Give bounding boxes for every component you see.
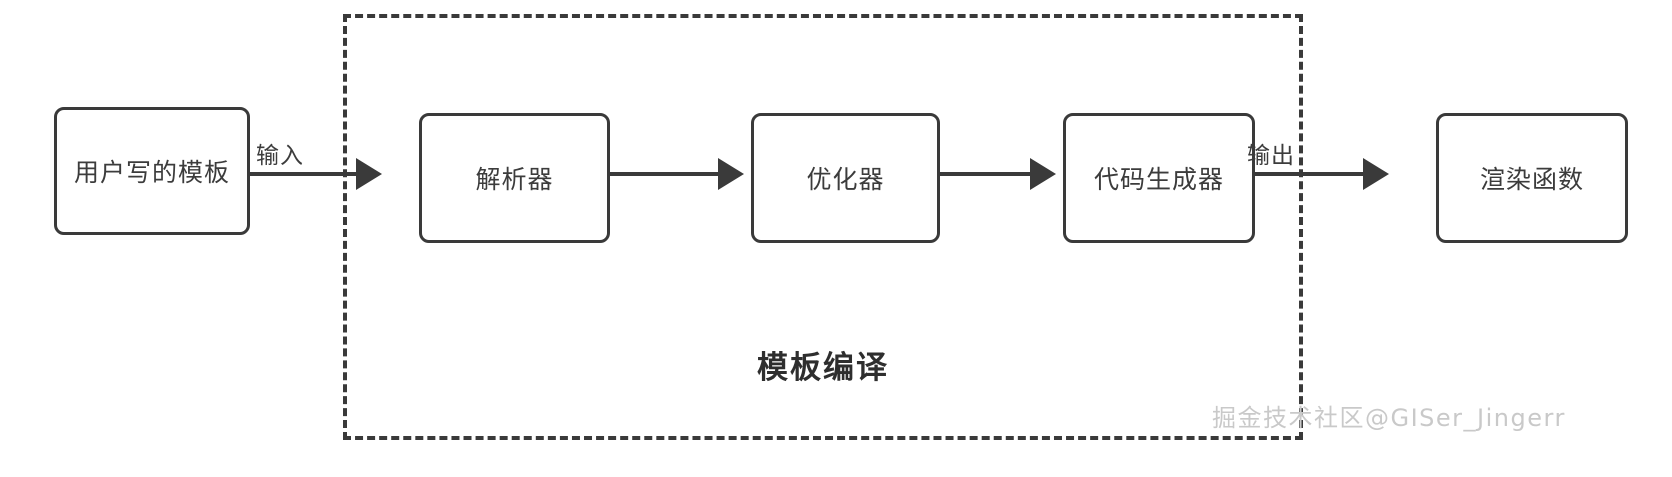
node-code-generator: 代码生成器 — [1063, 113, 1255, 243]
arrowhead-to-render-function-icon — [1363, 158, 1389, 190]
arrowhead-to-parser-icon — [356, 158, 382, 190]
connector-code-generator-to-render-function — [1255, 172, 1365, 176]
node-user-template: 用户写的模板 — [54, 107, 250, 235]
template-compile-group-region — [343, 14, 1303, 440]
node-render-function-label: 渲染函数 — [1479, 166, 1584, 194]
node-render-function: 渲染函数 — [1436, 113, 1628, 243]
node-optimizer: 优化器 — [751, 113, 940, 243]
edge-label-input: 输入 — [256, 142, 304, 168]
node-optimizer-label: 优化器 — [806, 166, 885, 194]
node-code-generator-label: 代码生成器 — [1093, 166, 1224, 194]
watermark: 掘金技术社区@GISer_Jingerr — [1212, 404, 1566, 432]
edge-label-output: 输出 — [1247, 142, 1295, 168]
arrowhead-to-optimizer-icon — [718, 158, 744, 190]
node-user-template-label: 用户写的模板 — [73, 159, 230, 187]
arrowhead-to-code-generator-icon — [1030, 158, 1056, 190]
connector-optimizer-to-code-generator — [940, 172, 1032, 176]
node-parser: 解析器 — [419, 113, 610, 243]
connector-parser-to-optimizer — [610, 172, 720, 176]
node-parser-label: 解析器 — [475, 166, 554, 194]
template-compile-group-caption: 模板编译 — [757, 350, 889, 385]
connector-template-to-parser — [250, 172, 362, 176]
